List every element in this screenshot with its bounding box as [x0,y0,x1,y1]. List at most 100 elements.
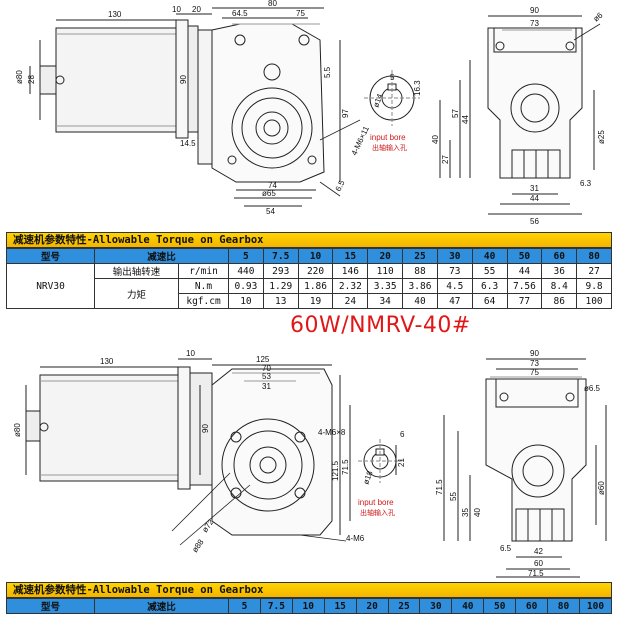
side-27: 27 [441,155,450,164]
torque-table-title-2: 减速机参数特性-Allowable Torque on Gearbox [6,582,612,598]
ratio-cell: 15 [323,598,357,614]
torque-nm-cell: 3.86 [402,278,438,294]
torque-kgf-cell: 19 [297,293,334,309]
col-ratio: 减速比 [93,248,230,264]
speed-cell: 440 [228,263,264,279]
side-55: 55 [449,492,458,501]
dim-74: 74 [268,181,277,190]
product-label: 60W/NMRV-40# [290,313,471,338]
torque-nm-cell: 6.3 [471,278,508,294]
dim-90: 90 [179,75,188,84]
speed-label: 输出轴转速 [94,263,179,279]
side-71-5b: 71.5 [528,569,544,578]
ratio-cell: 40 [451,598,485,614]
gearbox-side-2 [485,378,587,542]
torque-kgf-cell: 24 [332,293,369,309]
torque-label: 力矩 [94,278,179,309]
dim-121-5: 121.5 [331,460,340,481]
side-35: 35 [461,508,470,517]
col-model: 型号 [6,248,95,264]
dim-5-5: 5.5 [323,66,332,78]
speed-cell: 293 [262,263,299,279]
dim-90-b: 90 [201,424,210,433]
motor-body-2 [39,374,179,482]
table-row-speed: NRV30 输出轴转速 r/min 440 293 220 146 110 88… [6,263,612,309]
dim-6-5: 6.5 [334,178,347,192]
torque-nm-cell: 1.29 [262,278,299,294]
dim-80: 80 [268,0,277,8]
ratio-cell: 20 [355,598,389,614]
bore-label-cn-2: 出轴输入孔 [360,508,395,517]
dim-54: 54 [266,207,275,216]
torque-nm-cell: 2.32 [332,278,369,294]
ratio-cell: 50 [506,248,543,264]
speed-cell: 220 [297,263,334,279]
side-d6: ø6 [592,10,605,23]
torque-nm-cell: 3.35 [367,278,404,294]
dim-10-b: 10 [186,349,195,358]
speed-cell: 36 [541,263,578,279]
ratio-cell: 60 [515,598,549,614]
drawing-nrv30: 130 10 20 80 64.5 75 ø80 28 90 5.5 97 14… [0,0,620,232]
ratio-cell: 10 [291,598,325,614]
dim-75: 75 [296,9,305,18]
dim-10: 10 [172,5,181,14]
dim-80v-b: ø80 [13,423,22,437]
ratio-cell: 30 [419,598,453,614]
speed-cell: 146 [332,263,369,279]
torque-nm-cell: 9.8 [576,278,612,294]
side-73: 73 [530,19,539,28]
speed-cell: 55 [471,263,508,279]
table-header-row: 型号 减速比 5 7.5 10 15 20 25 30 40 50 60 80 [6,248,612,264]
side-60b: 60 [534,559,543,568]
side-6-3: 6.3 [580,179,592,188]
side-44: 44 [461,115,470,124]
bore-label-en: input bore [370,133,406,142]
model-cell: NRV30 [6,263,95,309]
side-42: 42 [534,547,543,556]
torque-kgf-cell: 86 [541,293,578,309]
bore-21: 21 [397,458,406,467]
side-90-b: 90 [530,349,539,358]
speed-cell: 44 [506,263,543,279]
ratio-cell: 10 [297,248,334,264]
dim-20: 20 [192,5,201,14]
dim-4-m6: 4-M6×11 [350,124,372,157]
torque-table-nrv30: 减速机参数特性-Allowable Torque on Gearbox 型号 减… [6,232,612,309]
torque-unit-kgf: kgf.cm [177,293,230,309]
torque-kgf-cell: 64 [471,293,508,309]
torque-kgf-cell: 77 [506,293,543,309]
torque-table-nmrv40: 减速机参数特性-Allowable Torque on Gearbox 型号 减… [6,582,613,614]
dim-71-5: 71.5 [341,459,350,475]
side-d25: ø25 [597,130,606,144]
gearbox-front-2 [211,368,333,536]
torque-unit-nm: N.m [177,278,230,294]
ratio-cell: 7.5 [259,598,293,614]
col-ratio-2: 减速比 [93,598,230,614]
dim-4-m6-b: 4-M6 [346,534,365,543]
ratio-cell: 60 [541,248,578,264]
torque-table: 型号 减速比 5 7.5 10 15 20 25 30 40 50 60 80 … [6,248,612,309]
side-40-b: 40 [473,508,482,517]
side-6-5b: 6.5 [500,544,512,553]
torque-kgf-cell: 40 [402,293,438,309]
dim-28: 28 [27,75,36,84]
ratio-cell: 20 [367,248,404,264]
ratio-cell: 5 [228,598,261,614]
table2-header-row: 型号 减速比 5 7.5 10 15 20 25 30 40 50 60 80 … [6,598,613,614]
table-row-torque-kgf: kgf.cm 10 13 19 24 34 40 47 64 77 86 100 [7,293,612,309]
drawing-nmrv40-svg: 130 10 125 70 53 31 90 ø80 4-M6×8 6 71.5… [13,349,607,578]
torque-nm-cell: 0.93 [228,278,264,294]
side-31: 31 [530,184,539,193]
bore-label-cn: 出轴输入孔 [372,143,407,152]
motor-terminal [39,65,57,95]
side-d60: ø60 [597,481,606,495]
dim-31: 31 [262,382,271,391]
torque-kgf-cell: 100 [576,293,612,309]
side-40: 40 [431,135,440,144]
torque-table-2: 型号 减速比 5 7.5 10 15 20 25 30 40 50 60 80 … [6,598,613,614]
bore-16-3: 16.3 [413,80,422,96]
speed-unit: r/min [177,263,230,279]
dim-70: 70 [262,364,271,373]
dim-64-5: 64.5 [232,9,248,18]
